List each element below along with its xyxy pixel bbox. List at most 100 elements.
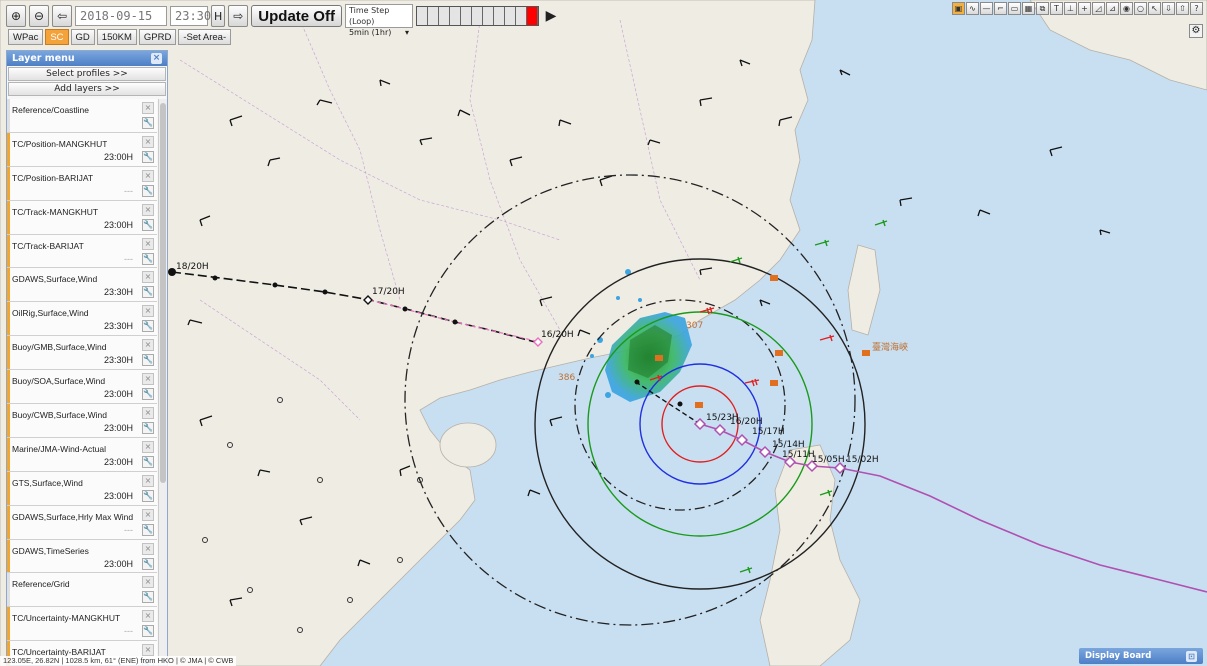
- scrollbar-thumb[interactable]: [160, 103, 166, 483]
- region-sc-button[interactable]: SC: [45, 29, 69, 45]
- wrench-icon[interactable]: 🔧: [142, 320, 154, 333]
- frame-cell[interactable]: [460, 7, 472, 25]
- remove-layer-icon[interactable]: ×: [142, 237, 154, 250]
- zoom-out-button[interactable]: ⊖: [29, 5, 49, 27]
- remove-layer-icon[interactable]: ×: [142, 542, 154, 555]
- text-icon[interactable]: T: [1050, 2, 1063, 15]
- frame-cell[interactable]: [515, 7, 527, 25]
- wrench-icon[interactable]: 🔧: [142, 286, 154, 299]
- frame-cell[interactable]: [471, 7, 483, 25]
- freehand-icon[interactable]: ∿: [966, 2, 979, 15]
- frame-cell-current[interactable]: [526, 7, 538, 25]
- date-input[interactable]: 2018-09-15: [75, 6, 167, 26]
- layer-item[interactable]: TC/Uncertainty-MANGKHUT---×🔧: [7, 607, 157, 642]
- remove-layer-icon[interactable]: ×: [142, 339, 154, 352]
- remove-layer-icon[interactable]: ×: [142, 440, 154, 453]
- update-toggle-button[interactable]: Update Off: [251, 5, 342, 27]
- select-profiles-button[interactable]: Select profiles >>: [8, 67, 166, 81]
- download-icon[interactable]: ⇩: [1162, 2, 1175, 15]
- frame-cell[interactable]: [438, 7, 450, 25]
- close-icon[interactable]: ×: [151, 53, 162, 64]
- wrench-icon[interactable]: 🔧: [142, 218, 154, 231]
- expand-icon[interactable]: ⊡: [1186, 650, 1197, 662]
- remove-layer-icon[interactable]: ×: [142, 169, 154, 182]
- layer-scrollbar[interactable]: [158, 99, 167, 665]
- remove-layer-icon[interactable]: ×: [142, 576, 154, 589]
- wrench-icon[interactable]: 🔧: [142, 252, 154, 265]
- layer-item[interactable]: Reference/Grid×🔧: [7, 573, 157, 608]
- measure-icon[interactable]: ⊥: [1064, 2, 1077, 15]
- ring-icon[interactable]: ○: [1134, 2, 1147, 15]
- wrench-icon[interactable]: 🔧: [142, 422, 154, 435]
- remove-layer-icon[interactable]: ×: [142, 373, 154, 386]
- frame-cell[interactable]: [427, 7, 439, 25]
- line-icon[interactable]: —: [980, 2, 993, 15]
- copy-icon[interactable]: ⧉: [1036, 2, 1049, 15]
- layer-item[interactable]: TC/Track-BARIJAT---×🔧: [7, 234, 157, 269]
- set-area-button[interactable]: -Set Area-: [178, 29, 232, 45]
- remove-layer-icon[interactable]: ×: [142, 305, 154, 318]
- frame-cell[interactable]: [449, 7, 461, 25]
- wrench-icon[interactable]: 🔧: [142, 591, 154, 604]
- wrench-icon[interactable]: 🔧: [142, 388, 154, 401]
- chart-icon[interactable]: ◿: [1092, 2, 1105, 15]
- upload-icon[interactable]: ⇧: [1176, 2, 1189, 15]
- wrench-icon[interactable]: 🔧: [142, 557, 154, 570]
- remove-layer-icon[interactable]: ×: [142, 407, 154, 420]
- rect-icon[interactable]: ▭: [1008, 2, 1021, 15]
- wrench-icon[interactable]: 🔧: [142, 455, 154, 468]
- wrench-icon[interactable]: 🔧: [142, 489, 154, 502]
- settings-button[interactable]: ⚙: [1189, 24, 1203, 38]
- timestep-select[interactable]: Time Step (Loop) 5min (1hr)▾: [344, 4, 413, 37]
- ruler-icon[interactable]: ⊿: [1106, 2, 1119, 15]
- crosshair-icon[interactable]: +: [1078, 2, 1091, 15]
- frame-cell[interactable]: [416, 7, 428, 25]
- region-gd-button[interactable]: GD: [70, 29, 95, 45]
- wrench-icon[interactable]: 🔧: [142, 150, 154, 163]
- layer-item[interactable]: GDAWS,Surface,Hrly Max Wind---×🔧: [7, 505, 157, 540]
- wrench-icon[interactable]: 🔧: [142, 354, 154, 367]
- wrench-icon[interactable]: 🔧: [142, 117, 154, 129]
- frame-cell[interactable]: [493, 7, 505, 25]
- highlight-icon[interactable]: ▣: [952, 2, 965, 15]
- prev-time-button[interactable]: ⇦: [52, 5, 72, 27]
- cursor-icon[interactable]: ↖: [1148, 2, 1161, 15]
- remove-layer-icon[interactable]: ×: [142, 102, 154, 114]
- time-input[interactable]: 23:30: [170, 6, 211, 26]
- polyline-icon[interactable]: ⌐: [994, 2, 1007, 15]
- circle-icon[interactable]: ◉: [1120, 2, 1133, 15]
- region-gprd-button[interactable]: GPRD: [138, 29, 177, 45]
- help-icon[interactable]: ?: [1190, 2, 1203, 15]
- region-150km-button[interactable]: 150KM: [96, 29, 137, 45]
- wrench-icon[interactable]: 🔧: [142, 523, 154, 536]
- remove-layer-icon[interactable]: ×: [142, 508, 154, 521]
- frame-cell[interactable]: [504, 7, 516, 25]
- wrench-icon[interactable]: 🔧: [142, 184, 154, 197]
- remove-layer-icon[interactable]: ×: [142, 610, 154, 623]
- display-board-button[interactable]: Display Board ⊡: [1079, 648, 1203, 664]
- zoom-in-button[interactable]: ⊕: [6, 5, 26, 27]
- animation-frames[interactable]: [415, 6, 539, 26]
- remove-layer-icon[interactable]: ×: [142, 644, 154, 657]
- frame-cell[interactable]: [482, 7, 494, 25]
- region-wpac-button[interactable]: WPac: [8, 29, 44, 45]
- layer-menu-header[interactable]: Layer menu ×: [7, 51, 167, 66]
- remove-layer-icon[interactable]: ×: [142, 271, 154, 284]
- layer-item[interactable]: Reference/Coastline×🔧: [7, 99, 157, 133]
- layer-item[interactable]: TC/Position-BARIJAT---×🔧: [7, 166, 157, 201]
- remove-layer-icon[interactable]: ×: [142, 474, 154, 487]
- remove-layer-icon[interactable]: ×: [142, 203, 154, 216]
- wrench-icon[interactable]: 🔧: [142, 625, 154, 638]
- next-time-button[interactable]: ⇨: [228, 5, 249, 27]
